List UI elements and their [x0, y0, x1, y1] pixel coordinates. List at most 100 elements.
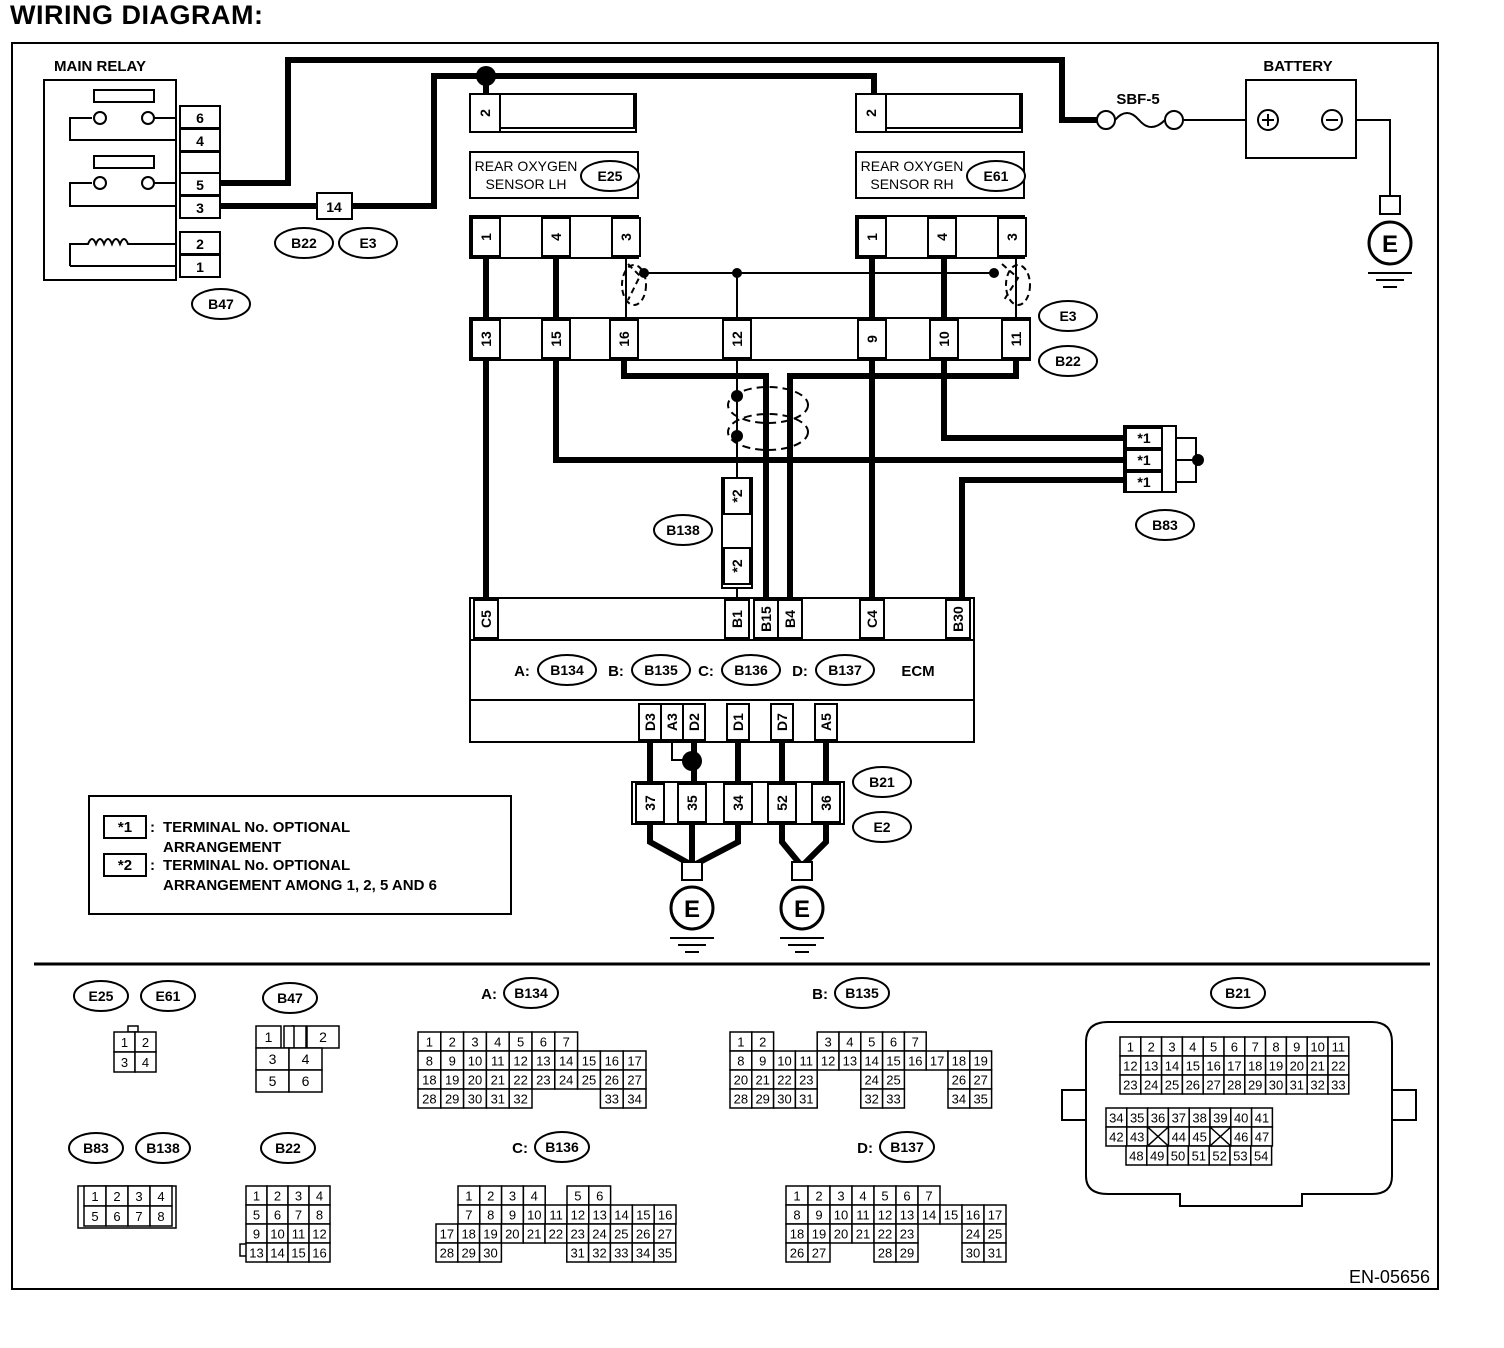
ground-ecm-1-label: E	[684, 896, 700, 923]
view-pin: 16	[908, 1054, 922, 1069]
view-pin: 19	[1269, 1059, 1283, 1074]
view-pin: 10	[834, 1208, 848, 1223]
view-pin: 19	[812, 1227, 826, 1242]
view-pin: 21	[491, 1073, 505, 1088]
sensor-top-pin-cell	[469, 93, 501, 133]
b83-code-oval	[1135, 509, 1195, 541]
relay-contact-point	[141, 176, 155, 190]
view-pin: 32	[592, 1246, 606, 1261]
view-pin: 6	[302, 1073, 310, 1089]
view-pin: 11	[856, 1208, 870, 1223]
legend-text: TERMINAL No. OPTIONAL	[163, 819, 350, 836]
view-key	[127, 1025, 139, 1033]
view-pin: 9	[1293, 1040, 1300, 1055]
main-relay-label: MAIN RELAY	[54, 58, 146, 75]
relay-pin: 3	[196, 200, 204, 216]
view-pin: 3	[837, 1189, 844, 1204]
view-pin: 3	[824, 1035, 831, 1050]
sensor-name: REAR OXYGEN	[861, 158, 964, 174]
view-pin: 12	[312, 1227, 326, 1242]
wire-52-gnd	[779, 824, 803, 866]
view-pin: 13	[1144, 1059, 1158, 1074]
relay-pin: 4	[196, 133, 204, 149]
view-pin: 4	[302, 1051, 310, 1067]
ecm-top-pin-cell	[859, 599, 885, 639]
view-pin: 2	[142, 1035, 149, 1050]
view-pin: 26	[1186, 1078, 1200, 1093]
view-pin: 17	[440, 1227, 454, 1242]
view-pin: 11	[292, 1227, 306, 1242]
view-pin: 6	[1231, 1040, 1238, 1055]
view-pin: 25	[988, 1227, 1002, 1242]
view-pin: 11	[1332, 1040, 1346, 1055]
view-code-b22-oval	[260, 1132, 316, 1164]
battery-label: BATTERY	[1263, 58, 1332, 75]
view-pin: 21	[1310, 1059, 1324, 1074]
view-pin: 22	[549, 1227, 563, 1242]
view-pin: 16	[966, 1208, 980, 1223]
view-pin: 6	[596, 1189, 603, 1204]
view-pin: 12	[821, 1054, 835, 1069]
view-pin: 26	[605, 1073, 619, 1088]
view-pin: 14	[922, 1208, 936, 1223]
view-cell	[881, 1088, 906, 1109]
b138-pin-cell	[723, 477, 751, 515]
shield-lh	[621, 264, 647, 306]
view-code-b83: B83	[83, 1140, 109, 1156]
relay-pin: 5	[196, 177, 204, 193]
ground-ecm-2-terminal	[791, 861, 813, 881]
view-pin: 30	[468, 1092, 482, 1107]
b22-pin-cell	[609, 319, 639, 359]
view-code-b47-oval	[262, 982, 318, 1014]
view-pin: 26	[790, 1246, 804, 1261]
view-code-b136: B136	[545, 1139, 579, 1155]
view-pin: 30	[1269, 1078, 1283, 1093]
view-cell	[653, 1242, 677, 1263]
view-code-b21: B21	[1225, 985, 1251, 1001]
view-pin: 4	[316, 1189, 323, 1204]
view-code-e25-oval	[73, 980, 129, 1012]
view-pin: 31	[988, 1246, 1002, 1261]
view-pin: 33	[1331, 1078, 1345, 1093]
joint-code-e3: E3	[359, 235, 376, 251]
ecm-top-pin-cell	[945, 599, 971, 639]
ecm-bottom-pin: A3	[664, 713, 680, 731]
view-pin: 18	[422, 1073, 436, 1088]
view-pin: 12	[571, 1208, 585, 1223]
view-cell	[508, 1088, 533, 1109]
view-cell	[478, 1242, 503, 1263]
view-pin: 50	[1171, 1149, 1185, 1164]
view-pin: 48	[1129, 1149, 1143, 1164]
view-pin: 37	[1172, 1111, 1186, 1126]
ecm-bottom-pin: D7	[774, 713, 790, 731]
view-code-b83-oval	[68, 1132, 124, 1164]
view-pin: 1	[426, 1035, 433, 1050]
main-relay-body	[43, 79, 177, 281]
relay-connector-code-oval	[191, 288, 251, 320]
view-pin: 5	[253, 1208, 260, 1223]
ecm-connector-code: B137	[828, 662, 862, 678]
view-code-b137-oval	[879, 1131, 935, 1163]
view-pin: 38	[1192, 1111, 1206, 1126]
view-pin: 29	[755, 1092, 769, 1107]
ecm-bottom-pin: D1	[730, 713, 746, 731]
view-pin: 22	[777, 1073, 791, 1088]
view-pin: 11	[549, 1208, 563, 1223]
b83-pin: *1	[1137, 430, 1150, 446]
fuse-icon	[1114, 112, 1166, 128]
relay-pin-cell	[179, 151, 221, 175]
view-pin: 2	[449, 1035, 456, 1050]
view-pin: 2	[815, 1189, 822, 1204]
view-pin: 15	[1186, 1059, 1200, 1074]
view-pin: 34	[1109, 1111, 1123, 1126]
wire-10-to-b83	[941, 358, 1124, 441]
joint-connector-body	[316, 192, 353, 220]
view-pin: 25	[1165, 1078, 1179, 1093]
ecm-top-pin-cell	[473, 599, 499, 639]
b22-pin: 10	[936, 331, 952, 347]
view-pin: 7	[465, 1208, 472, 1223]
view-pin: 41	[1255, 1111, 1269, 1126]
view-prefix-d: D:	[857, 1140, 873, 1157]
junction-dot	[1192, 454, 1204, 466]
